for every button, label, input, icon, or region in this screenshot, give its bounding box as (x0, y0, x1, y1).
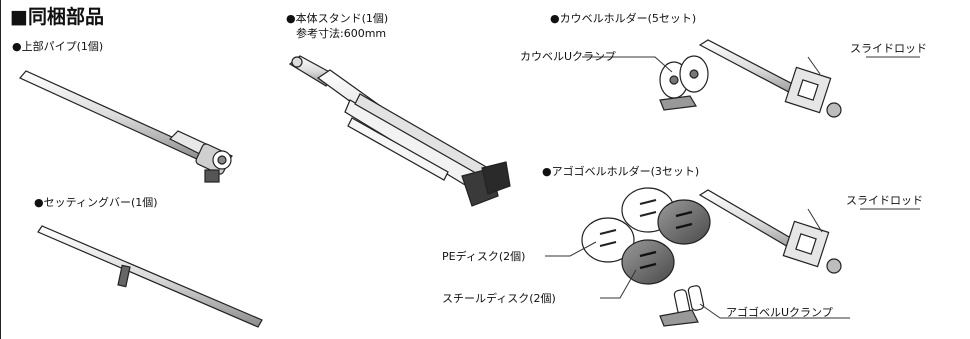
agogo-u-clamp-callout: アゴゴベルUクランプ (726, 306, 833, 319)
slide-rod-callout-1: スライドロッド (850, 42, 927, 55)
cowbell-holder-drawing (659, 39, 842, 118)
cowbell-u-clamp-callout: カウベルUクランプ (520, 50, 616, 63)
callout-lines (545, 56, 920, 319)
upper-pipe-label: ●上部パイプ(1個) (12, 40, 104, 53)
pe-disk-callout: PEディスク(2個) (442, 250, 526, 263)
setting-bar-label: ●セッティングバー(1個) (34, 196, 158, 209)
main-stand-drawing (288, 55, 511, 207)
upper-pipe-drawing (19, 70, 233, 183)
page-title: ■同梱部品 (10, 6, 104, 28)
cowbell-holder-label: ●カウベルホルダー(5セット) (550, 12, 697, 25)
agogo-holder-drawing (581, 187, 842, 327)
main-stand-dimension-note: 参考寸法:600mm (296, 27, 387, 40)
steel-disk-callout: スチールディスク(2個) (442, 292, 556, 305)
slide-rod-callout-2: スライドロッド (846, 194, 923, 207)
main-stand-label: ●本体スタンド(1個) (286, 12, 389, 25)
left-border (0, 0, 5, 339)
agogo-holder-label: ●アゴゴベルホルダー(3セット) (542, 165, 700, 178)
setting-bar-drawing (37, 225, 263, 328)
